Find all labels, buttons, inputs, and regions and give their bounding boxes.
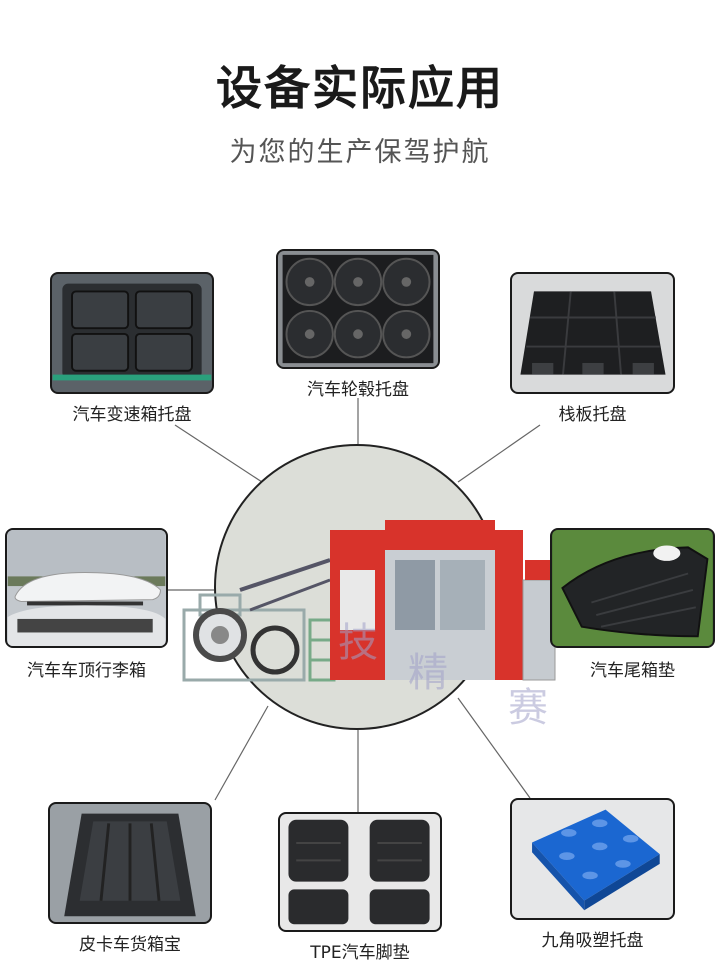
page-subtitle: 为您的生产保驾护航 xyxy=(229,137,491,168)
product-label: 汽车变速箱托盘 xyxy=(72,405,192,425)
product-label: 汽车尾箱垫 xyxy=(590,661,675,681)
pickup-bedliner-image xyxy=(64,813,196,917)
product-label: 汽车车顶行李箱 xyxy=(27,661,146,681)
product-card-roof-box xyxy=(5,528,168,648)
product-label: TPE汽车脚垫 xyxy=(310,943,410,963)
pallet-tray-image xyxy=(520,291,666,375)
watermark-char: 精 xyxy=(408,650,448,696)
product-card-floor-mat xyxy=(278,812,442,932)
wheel-hub-tray-image xyxy=(282,254,434,364)
product-label: 汽车轮毂托盘 xyxy=(307,380,409,400)
watermark-char: 技 xyxy=(338,620,378,666)
roof-box-image xyxy=(7,530,166,646)
product-label: 九角吸塑托盘 xyxy=(541,931,644,951)
product-card-nine-leg-pallet xyxy=(510,798,675,920)
product-card-trunk-mat xyxy=(550,528,715,648)
product-card-wheel-hub-tray xyxy=(276,249,440,369)
watermark-char: 赛 xyxy=(508,685,548,731)
product-label: 栈板托盘 xyxy=(558,405,627,425)
nine-leg-pallet-image xyxy=(532,809,660,911)
product-card-transmission-tray xyxy=(50,272,214,394)
product-card-pallet-tray xyxy=(510,272,675,394)
thermoforming-machine-image xyxy=(182,520,556,682)
trunk-mat-image xyxy=(552,530,713,646)
product-label: 皮卡车货箱宝 xyxy=(79,935,181,955)
product-card-pickup-bedliner xyxy=(48,802,212,924)
page-title: 设备实际应用 xyxy=(216,61,504,115)
transmission-tray-image xyxy=(52,283,212,381)
floor-mat-image xyxy=(288,819,430,925)
